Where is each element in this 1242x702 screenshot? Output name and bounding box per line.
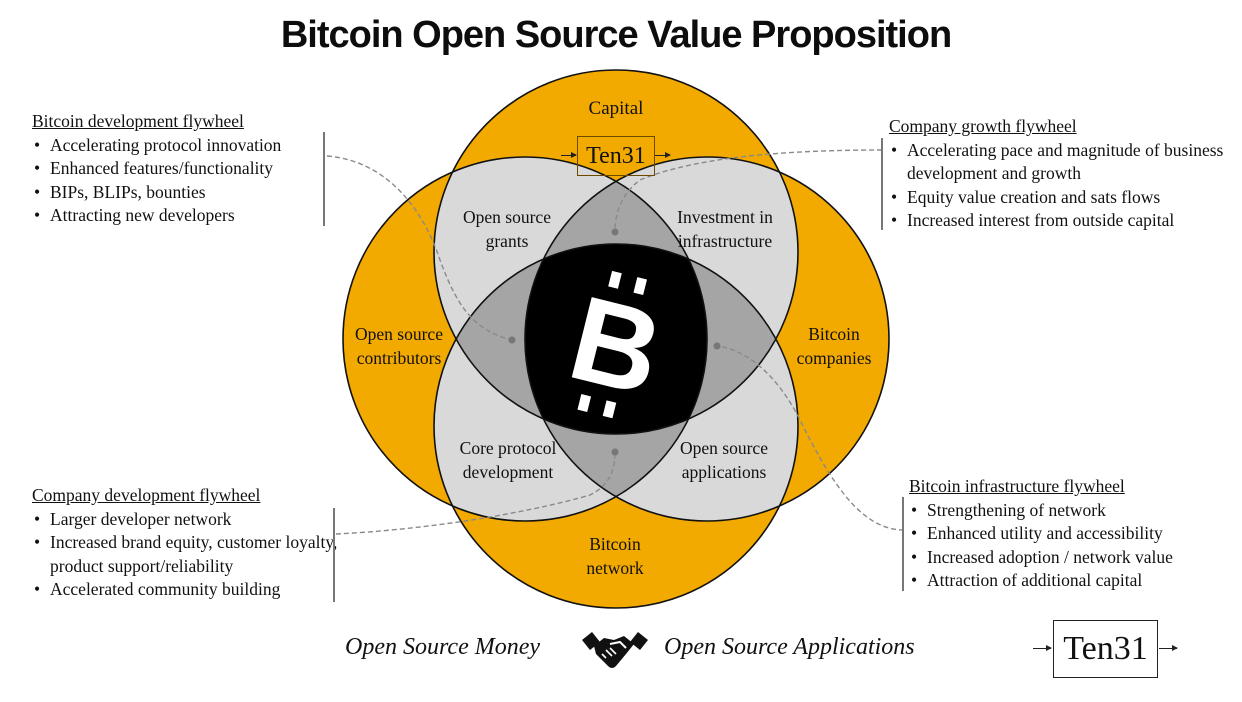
company-development-flywheel: Company development flywheel Larger deve… <box>32 484 342 602</box>
bullet-item: Strengthening of network <box>909 499 1229 523</box>
bullet-item: Increased interest from outside capital <box>889 209 1229 233</box>
footer-open-source-applications: Open Source Applications <box>664 634 915 660</box>
bullet-item: Accelerating pace and magnitude of busin… <box>889 139 1229 186</box>
circle-label-contributors: Open source contributors <box>355 324 443 368</box>
connector-dot <box>508 336 516 344</box>
bullet-list: Accelerating protocol innovationEnhanced… <box>32 134 332 228</box>
connector-line <box>614 149 883 233</box>
center-overlap <box>525 244 707 434</box>
block-heading: Company development flywheel <box>32 485 261 505</box>
connector-dot <box>611 448 619 456</box>
ten31-logo-top: Ten31 <box>577 136 655 176</box>
arrow-icon <box>561 152 577 158</box>
bitcoin-development-flywheel: Bitcoin development flywheel Acceleratin… <box>32 110 332 228</box>
overlap-label-infrastructure: Investment in infrastructure <box>677 207 773 251</box>
circle-outline <box>524 156 890 522</box>
overlap-label-applications: Open source applications <box>680 438 768 482</box>
arrow-icon <box>1033 645 1052 651</box>
bullet-item: Larger developer network <box>32 508 342 532</box>
circle-outline <box>342 156 708 522</box>
footer-open-source-money: Open Source Money <box>345 634 541 660</box>
handshake-icon <box>582 632 648 668</box>
bullet-item: Accelerated community building <box>32 578 342 602</box>
ten31-logo-footer: Ten31 <box>1053 620 1158 678</box>
bullet-list: Larger developer networkIncreased brand … <box>32 508 342 602</box>
circle-outline <box>433 243 799 609</box>
divider <box>902 497 904 591</box>
bullet-list: Strengthening of networkEnhanced utility… <box>909 499 1229 593</box>
overlap-label-grants: Open source grants <box>463 207 551 251</box>
arrow-icon <box>1159 645 1178 651</box>
bitcoin-infrastructure-flywheel: Bitcoin infrastructure flywheel Strength… <box>909 475 1229 593</box>
bullet-item: Enhanced utility and accessibility <box>909 522 1229 546</box>
block-heading: Bitcoin development flywheel <box>32 111 244 131</box>
connector-line <box>716 345 905 531</box>
circle-label-companies: Bitcoin companies <box>796 324 872 368</box>
connector-line <box>326 155 513 341</box>
arrow-icon <box>655 152 671 158</box>
bullet-item: Attraction of additional capital <box>909 569 1229 593</box>
circle-outline <box>433 69 799 435</box>
bullet-item: Equity value creation and sats flows <box>889 186 1229 210</box>
bullet-list: Accelerating pace and magnitude of busin… <box>889 139 1229 233</box>
connector-dot <box>713 342 721 350</box>
bullet-item: Increased brand equity, customer loyalty… <box>32 531 342 578</box>
bullet-item: BIPs, BLIPs, bounties <box>32 181 332 205</box>
bullet-item: Enhanced features/functionality <box>32 157 332 181</box>
divider <box>333 508 335 602</box>
divider <box>881 138 883 230</box>
ten31-logo-text: Ten31 <box>586 143 646 169</box>
bullet-item: Accelerating protocol innovation <box>32 134 332 158</box>
connector-line <box>335 451 616 535</box>
page-title: Bitcoin Open Source Value Proposition <box>280 14 952 56</box>
company-growth-flywheel: Company growth flywheel Accelerating pac… <box>889 115 1229 233</box>
connector-dot <box>611 228 619 236</box>
block-heading: Bitcoin infrastructure flywheel <box>909 476 1125 496</box>
block-heading: Company growth flywheel <box>889 116 1077 136</box>
ten31-logo-text: Ten31 <box>1063 630 1148 667</box>
divider <box>323 132 325 226</box>
circle-label-network: Bitcoin network <box>586 534 644 578</box>
overlap-label-core-protocol: Core protocol development <box>459 438 557 482</box>
bullet-item: Increased adoption / network value <box>909 546 1229 570</box>
bullet-item: Attracting new developers <box>32 204 332 228</box>
circle-label-capital: Capital <box>588 98 644 119</box>
